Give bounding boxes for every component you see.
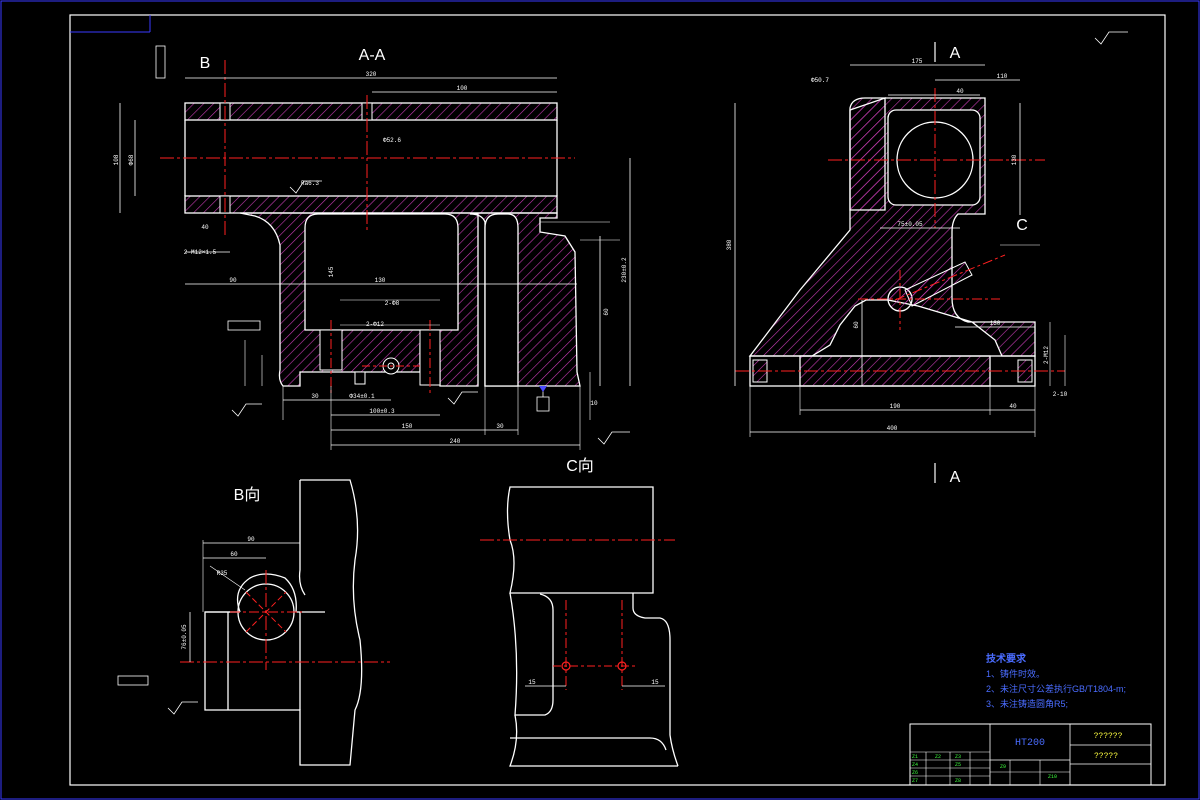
dim-v-phi50: Φ50.7	[811, 77, 829, 84]
tech-req-line3: 3、未注铸造圆角R5;	[986, 698, 1068, 709]
title-cell-8: Z8	[955, 778, 961, 784]
section-mark-a-top: A	[950, 45, 961, 62]
dim-v-75: 75±0.05	[897, 221, 923, 228]
title-cell-1: Z1	[912, 754, 918, 760]
dim-top-inner: 100	[457, 85, 468, 92]
dim-b-150: 150	[402, 423, 413, 430]
dim-v-m12: 2-M12	[1043, 346, 1050, 364]
dim-r-10: 10	[590, 400, 598, 407]
dim-v-110: 110	[997, 73, 1008, 80]
dim-top-overall: 320	[366, 71, 377, 78]
dim-left-small: 40	[201, 224, 209, 231]
view-b	[117, 479, 390, 766]
dim-bv-90: 90	[247, 536, 255, 543]
view-a-side	[734, 31, 1128, 483]
dim-h-145: 145	[328, 266, 335, 277]
dim-b-100: 100±0.3	[369, 408, 395, 415]
dim-v-40: 40	[956, 88, 964, 95]
dim-h-60: 60	[603, 308, 610, 316]
dim-v-2-10: 2-10	[1053, 391, 1068, 398]
dim-v-40b: 40	[1009, 403, 1017, 410]
dim-left-dia: Φ68	[128, 154, 135, 165]
tech-req-line1: 1、铸件时效。	[986, 668, 1045, 679]
dim-right-h: 230±0.2	[621, 257, 628, 283]
dim-2-phi8: 2-Φ8	[385, 300, 400, 307]
title-name-bottom: ?????	[1094, 752, 1118, 761]
dim-b-30b: 30	[496, 423, 504, 430]
dim-cv-15b: 15	[651, 679, 659, 686]
dim-v-380: 380	[726, 239, 733, 250]
title-cell-9: Z9	[1000, 764, 1006, 770]
dim-2-phi12: 2-Φ12	[366, 321, 384, 328]
title-name-top: ??????	[1094, 732, 1123, 741]
dim-len-130: 130	[375, 277, 386, 284]
roughness-top: Ra6.3	[301, 180, 319, 187]
dim-len-90: 90	[229, 277, 237, 284]
dim-bv-r: R35	[217, 570, 228, 577]
view-b-marker: B	[200, 55, 211, 72]
view-c-marker: C	[1016, 217, 1028, 234]
dim-v-130b: 130	[990, 320, 1001, 327]
title-cell-5: Z5	[955, 762, 961, 768]
dim-b-240: 240	[450, 438, 461, 445]
title-block	[909, 723, 1152, 786]
dim-v-130: 130	[1011, 154, 1018, 165]
title-cell-3: Z3	[955, 754, 961, 760]
drawing-frame	[69, 14, 1166, 786]
dim-v-175: 175	[912, 58, 923, 65]
view-b-title: B向	[234, 486, 261, 504]
view-c	[480, 486, 679, 767]
dim-b-30: 30	[311, 393, 319, 400]
title-cell-4: Z4	[912, 762, 918, 768]
title-cell-10: Z10	[1048, 774, 1057, 780]
view-c-title: C向	[566, 457, 594, 475]
dim-v-190: 190	[890, 403, 901, 410]
title-cell-7: Z7	[912, 778, 918, 784]
dim-v-60: 60	[853, 321, 860, 329]
dim-hole-spec: 2-M12×1.5	[184, 249, 217, 256]
dim-bv-60: 60	[230, 551, 238, 558]
dim-b-phi34: Φ34±0.1	[349, 393, 375, 400]
title-cell-2: Z2	[935, 754, 941, 760]
technical-requirements: 技术要求 1、铸件时效。 2、未注尺寸公差执行GB/T1804-m; 3、未注铸…	[986, 652, 1126, 709]
section-mark-a-bottom: A	[950, 469, 961, 486]
dim-left-height: 108	[113, 154, 120, 165]
dim-cv-15a: 15	[528, 679, 536, 686]
dim-bv-76: 76±0.05	[181, 624, 188, 650]
dim-bore-dia: Φ52.6	[383, 137, 401, 144]
dim-v-400: 400	[887, 425, 898, 432]
tech-req-line2: 2、未注尺寸公差执行GB/T1804-m;	[986, 683, 1126, 694]
title-material: HT200	[1015, 738, 1045, 749]
section-aa-title: A-A	[359, 47, 386, 64]
title-cell-6: Z6	[912, 770, 918, 776]
tech-req-title: 技术要求	[986, 652, 1027, 665]
section-aa-view	[119, 45, 631, 450]
